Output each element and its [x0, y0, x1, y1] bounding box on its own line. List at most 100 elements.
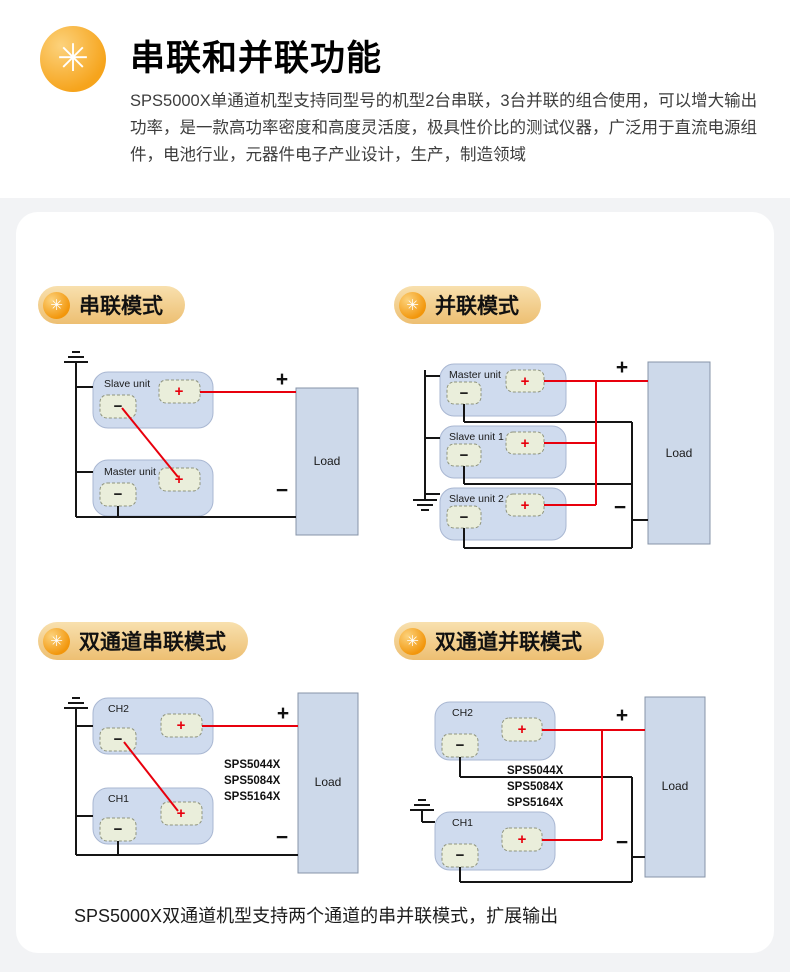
series-mode-diagram: Slave unit Master unit − + + − Load + − — [64, 351, 359, 536]
terminal-minus-sign: − — [460, 385, 469, 402]
pinwheel-icon: ✳ — [399, 627, 426, 655]
model-label: SPS5084X — [224, 775, 281, 787]
load-box — [295, 387, 359, 536]
terminal-plus-sign: + — [177, 805, 186, 822]
model-label: SPS5044X — [507, 765, 564, 777]
polarity-minus-label: − — [616, 831, 628, 854]
pinwheel-icon: ✳ — [43, 291, 70, 319]
positive-wire — [542, 729, 645, 841]
footer-caption: SPS5000X双通道机型支持两个通道的串并联模式，扩展输出 — [74, 906, 559, 926]
negative-wire — [75, 708, 298, 856]
terminal-plus — [505, 431, 545, 455]
polarity-minus-label: − — [614, 496, 626, 519]
unit-label: Master unit — [104, 466, 156, 478]
terminal-minus — [446, 381, 482, 405]
load-box — [644, 696, 706, 878]
model-label: SPS5164X — [224, 791, 281, 803]
polarity-plus-label: + — [277, 702, 289, 725]
terminal-minus-sign: − — [114, 398, 123, 415]
section-series-mode: ✳ 串联模式 — [38, 286, 383, 557]
badge-dual-parallel-mode: ✳ 双通道并联模式 — [394, 622, 604, 660]
section-dual-parallel-mode: ✳ 双通道并联模式 — [394, 622, 740, 897]
terminal-minus-sign: − — [460, 509, 469, 526]
page-title: 串联和并联功能 — [130, 39, 383, 78]
page-description: SPS5000X单通道机型支持同型号的机型2台串联，3台并联的组合使用，可以增大… — [130, 92, 758, 165]
terminal-plus-sign: + — [175, 471, 184, 488]
load-box — [647, 361, 711, 545]
terminal-minus — [441, 733, 479, 758]
section-parallel-mode: ✳ 并联模式 — [394, 286, 740, 562]
positive-wire — [544, 380, 648, 506]
terminal-plus — [505, 493, 545, 517]
load-label: Load — [315, 775, 342, 789]
negative-wire — [75, 362, 296, 518]
terminal-plus-sign: + — [521, 435, 530, 452]
load-label: Load — [314, 454, 341, 468]
polarity-minus-label: − — [276, 826, 288, 849]
terminal-plus-sign: + — [521, 497, 530, 514]
terminal-plus-sign: + — [518, 721, 527, 738]
unit-label: CH1 — [452, 817, 473, 829]
terminal-plus-sign: + — [518, 831, 527, 848]
terminal-plus — [160, 801, 203, 826]
unit-label: CH2 — [108, 703, 129, 715]
unit-label: CH2 — [452, 707, 473, 719]
badge-label: 并联模式 — [435, 295, 519, 318]
terminal-minus — [441, 843, 479, 868]
terminal-plus — [158, 467, 201, 492]
terminal-minus-sign: − — [456, 847, 465, 864]
polarity-minus-label: − — [276, 479, 288, 502]
terminal-minus-sign: − — [114, 821, 123, 838]
dual-series-diagram: CH2 CH1 + − + − SPS5044X SPS5084X SPS516… — [64, 692, 359, 874]
positive-wire — [123, 725, 298, 812]
terminal-minus — [99, 817, 137, 842]
model-label: SPS5164X — [507, 797, 564, 809]
badge-label: 双通道串联模式 — [79, 631, 226, 654]
polarity-plus-label: + — [276, 368, 288, 391]
brand-pinwheel-icon: ✳ — [40, 26, 106, 92]
terminal-minus-sign: − — [456, 737, 465, 754]
terminal-minus-sign: − — [460, 447, 469, 464]
pinwheel-icon: ✳ — [399, 291, 426, 319]
positive-wire — [121, 391, 296, 478]
model-label: SPS5044X — [224, 759, 281, 771]
badge-series-mode: ✳ 串联模式 — [38, 286, 185, 324]
terminal-plus — [505, 369, 545, 393]
terminal-plus-sign: + — [521, 373, 530, 390]
ground-icon — [64, 697, 88, 709]
dual-parallel-diagram: CH2 CH1 + − + − SPS5044X SPS5084X SPS516… — [410, 696, 706, 883]
terminal-minus — [446, 443, 482, 467]
terminal-plus-sign: + — [175, 383, 184, 400]
polarity-plus-label: + — [616, 704, 628, 727]
ground-icon — [413, 499, 437, 511]
terminal-minus — [99, 482, 137, 507]
terminal-minus-sign: − — [114, 731, 123, 748]
unit-label: Slave unit — [104, 378, 150, 390]
negative-wire — [424, 370, 648, 549]
content-card: ✳ 串联模式 — [16, 212, 774, 953]
ground-icon — [410, 799, 434, 811]
parallel-mode-diagram: Master unit Slave unit 1 Slave unit 2 − … — [413, 356, 711, 549]
terminal-minus-sign: − — [114, 486, 123, 503]
unit-label: Slave unit 1 — [449, 431, 504, 443]
ground-icon — [64, 351, 88, 363]
pinwheel-icon: ✳ — [43, 627, 70, 655]
badge-dual-series-mode: ✳ 双通道串联模式 — [38, 622, 248, 660]
unit-label: CH1 — [108, 793, 129, 805]
header-background — [0, 0, 790, 198]
terminal-minus — [446, 505, 482, 529]
section-dual-series-mode: ✳ 双通道串联模式 — [38, 622, 383, 893]
polarity-plus-label: + — [616, 356, 628, 379]
load-label: Load — [662, 779, 689, 793]
load-label: Load — [666, 446, 693, 460]
terminal-plus-sign: + — [177, 717, 186, 734]
badge-label: 串联模式 — [79, 295, 163, 318]
terminal-minus — [99, 394, 137, 419]
badge-parallel-mode: ✳ 并联模式 — [394, 286, 541, 324]
negative-wire — [421, 757, 645, 883]
badge-label: 双通道并联模式 — [435, 631, 582, 654]
load-box — [297, 692, 359, 874]
model-label: SPS5084X — [507, 781, 564, 793]
unit-label: Master unit — [449, 369, 501, 381]
